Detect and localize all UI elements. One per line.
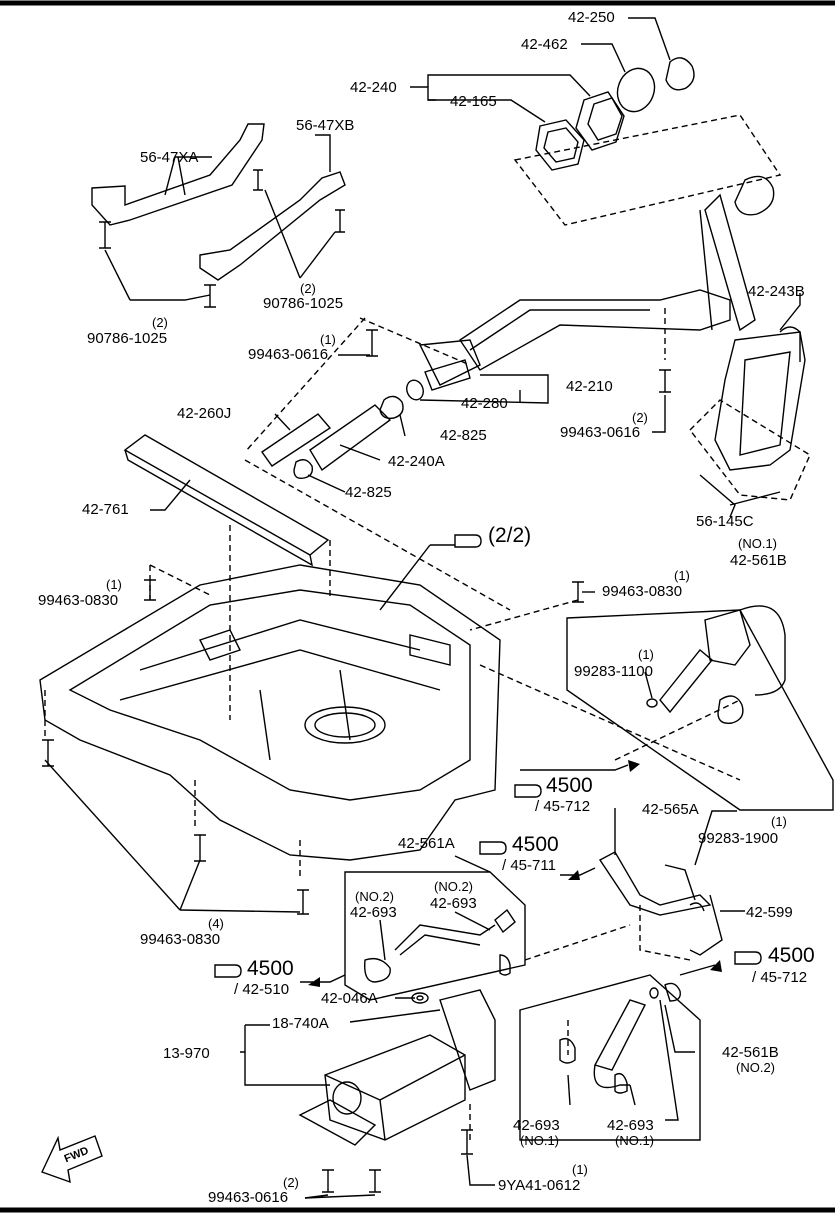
ref-4500-a-sub: / 45-712 — [535, 798, 591, 815]
label-42-565a: 42-565A — [642, 801, 699, 818]
label-90786-1025-b-qty: (2) — [300, 281, 316, 296]
label-90786-1025-b: 90786-1025 — [263, 295, 344, 312]
label-99463-0616-b: 99463-0616 — [560, 424, 641, 441]
label-42-693-d-no: (NO.1) — [615, 1133, 654, 1148]
fuel-tank — [39, 564, 501, 861]
label-42-561a: 42-561A — [398, 835, 455, 852]
label-42-693-c-no: (NO.1) — [520, 1133, 559, 1148]
label-42-250: 42-250 — [568, 9, 615, 26]
label-18-740a: 18-740A — [272, 1015, 329, 1032]
ref-4500-b-sub: / 45-711 — [502, 857, 556, 874]
label-42-825-b: 42-825 — [345, 484, 392, 501]
bracket-56-47xa — [91, 123, 265, 226]
label-99463-0616-b-qty: (2) — [632, 410, 648, 425]
label-56-47xb: 56-47XB — [296, 117, 355, 134]
label-99283-1900-qty: (1) — [771, 814, 787, 829]
label-42-561b-bot-no: (NO.2) — [736, 1060, 775, 1075]
label-99463-0830-c-qty: (4) — [208, 916, 224, 931]
ref-4500-b[interactable]: 4500 — [512, 833, 559, 856]
label-99463-0616-a-qty: (1) — [320, 332, 336, 347]
label-9ya41-0612: 9YA41-0612 — [498, 1177, 581, 1194]
filler-pipe-42-210 — [459, 289, 731, 371]
heat-shield-42-243b — [714, 331, 806, 471]
label-90786-1025-a: 90786-1025 — [87, 330, 168, 347]
label-42-693-a: 42-693 — [350, 904, 397, 921]
hose-42-260j — [261, 413, 332, 467]
label-42-825-a: 42-825 — [440, 427, 487, 444]
ref-22[interactable]: (2/2) — [488, 524, 532, 547]
ring-42-165 — [535, 119, 585, 171]
hand-icon-r2 — [479, 841, 507, 855]
hand-icon-r3 — [214, 964, 242, 978]
label-99283-1900: 99283-1900 — [698, 830, 779, 847]
label-42-240: 42-240 — [350, 79, 397, 96]
strap-42-761 — [123, 434, 330, 556]
label-99463-0616-a: 99463-0616 — [248, 346, 329, 363]
ref-4500-c-sub: / 42-510 — [234, 981, 290, 998]
label-42-693-c: 42-693 — [513, 1117, 560, 1134]
bracket-18-740a — [439, 989, 496, 1091]
gasket-42-462 — [616, 67, 656, 113]
label-99463-0830-a: 99463-0830 — [38, 592, 119, 609]
label-99283-1100-qty: (1) — [638, 647, 654, 662]
label-42-462: 42-462 — [521, 36, 568, 53]
fuel-cap — [665, 57, 695, 91]
label-9ya41-0612-qty: (1) — [572, 1162, 588, 1177]
label-42-243b: 42-243B — [748, 283, 805, 300]
label-42-693-b: 42-693 — [430, 895, 477, 912]
label-42-240a: 42-240A — [388, 453, 445, 470]
hand-icon-r1 — [514, 784, 542, 798]
label-99463-0616-c-qty: (2) — [283, 1175, 299, 1190]
label-42-280: 42-280 — [461, 395, 508, 412]
label-99283-1100: 99283-1100 — [574, 663, 653, 680]
ref-4500-c[interactable]: 4500 — [247, 957, 294, 980]
bracket-56-47xb — [199, 171, 346, 281]
label-99463-0830-b-qty: (1) — [674, 568, 690, 583]
ref-4500-d-sub: / 45-712 — [752, 969, 808, 986]
filler-neck-top — [734, 175, 775, 216]
label-99463-0830-a-qty: (1) — [106, 577, 122, 592]
ref-4500-d[interactable]: 4500 — [768, 944, 815, 967]
label-42-761: 42-761 — [82, 501, 129, 518]
label-42-693-d: 42-693 — [607, 1117, 654, 1134]
label-42-165: 42-165 — [450, 93, 497, 110]
ref-4500-a[interactable]: 4500 — [546, 774, 593, 797]
label-42-693-b-no: (NO.2) — [434, 879, 473, 894]
label-42-693-a-no: (NO.2) — [355, 889, 394, 904]
hose-42-565a — [598, 851, 712, 916]
label-42-561b-top-no: (NO.1) — [738, 536, 777, 551]
label-42-046a: 42-046A — [321, 990, 378, 1007]
label-90786-1025-a-qty: (2) — [152, 315, 168, 330]
label-56-47xa: 56-47XA — [140, 149, 199, 166]
label-42-561b-bot: 42-561B — [722, 1044, 779, 1061]
pump-opening — [304, 706, 386, 744]
box-42-561b-no1 — [566, 609, 834, 811]
box-42-561b-no2 — [519, 974, 701, 1141]
ring-42-240 — [575, 91, 625, 151]
canister-13-970 — [324, 1034, 466, 1141]
label-42-210: 42-210 — [566, 378, 613, 395]
fwd-arrow — [41, 1135, 103, 1184]
hose-42-240a — [309, 404, 392, 472]
label-99463-0830-b: 99463-0830 — [602, 583, 683, 600]
label-99463-0830-c: 99463-0830 — [140, 931, 221, 948]
label-99463-0616-c: 99463-0616 — [208, 1189, 289, 1206]
label-56-145c: 56-145C — [696, 513, 754, 530]
hand-icon-22 — [454, 534, 482, 548]
label-42-260j: 42-260J — [177, 405, 232, 422]
label-13-970: 13-970 — [163, 1045, 210, 1062]
hand-icon-r4 — [734, 951, 762, 965]
label-42-599: 42-599 — [746, 904, 793, 921]
label-42-561b-top: 42-561B — [730, 552, 787, 569]
